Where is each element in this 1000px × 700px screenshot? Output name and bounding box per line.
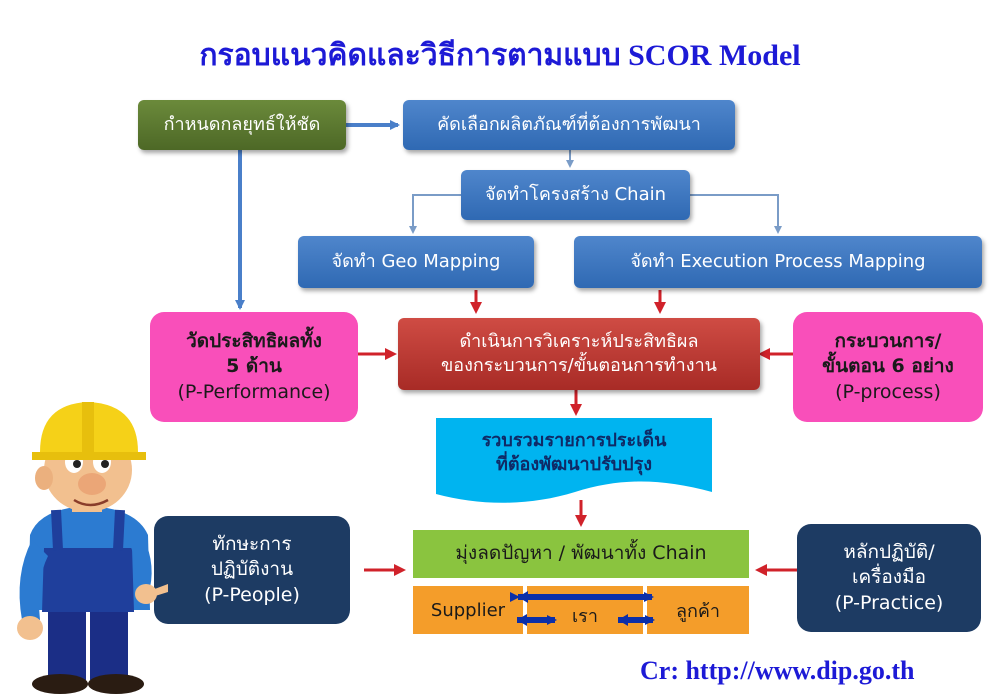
process-line2: ขั้นตอน 6 อย่าง xyxy=(822,355,954,378)
select-product-box: คัดเลือกผลิตภัณฑ์ที่ต้องการพัฒนา xyxy=(403,100,735,150)
execution-mapping-box: จัดทำ Execution Process Mapping xyxy=(574,236,982,288)
execution-mapping-label: จัดทำ Execution Process Mapping xyxy=(630,250,926,272)
collect-issues-box: รวบรวมรายการประเด็น ที่ต้องพัฒนาปรับปรุง xyxy=(436,418,712,488)
strategy-box: กำหนดกลยุทธ์ให้ชัด xyxy=(138,100,346,150)
practice-line2: เครื่องมือ xyxy=(851,566,927,589)
supplier-box: Supplier xyxy=(413,586,523,634)
strategy-label: กำหนดกลยุทธ์ให้ชัด xyxy=(163,113,321,135)
reduce-problems-box: มุ่งลดปัญหา / พัฒนาทั้ง Chain xyxy=(413,530,749,578)
us-label: เรา xyxy=(572,606,598,627)
chain-structure-box: จัดทำโครงสร้าง Chain xyxy=(461,170,690,220)
collect-issues-line1: รวบรวมรายการประเด็น xyxy=(481,429,667,451)
people-line1: ทักษะการ xyxy=(212,532,292,555)
arrow-chain-to-execution xyxy=(690,194,782,234)
geo-mapping-box: จัดทำ Geo Mapping xyxy=(298,236,534,288)
analysis-line2: ของกระบวนการ/ขั้นตอนการทำงาน xyxy=(441,355,717,376)
performance-box: วัดประสิทธิผลทั้ง 5 ด้าน (P-Performance) xyxy=(150,312,358,422)
reduce-problems-label: มุ่งลดปัญหา / พัฒนาทั้ง Chain xyxy=(455,542,707,565)
performance-line2: 5 ด้าน xyxy=(226,355,282,378)
chain-structure-label: จัดทำโครงสร้าง Chain xyxy=(484,183,667,205)
practice-box: หลักปฏิบัติ/ เครื่องมือ (P-Practice) xyxy=(797,524,981,632)
credit-text: Cr: http://www.dip.go.th xyxy=(640,656,915,685)
process-box: กระบวนการ/ ขั้นตอน 6 อย่าง (P-process) xyxy=(793,312,983,422)
select-product-label: คัดเลือกผลิตภัณฑ์ที่ต้องการพัฒนา xyxy=(437,113,701,135)
practice-line1: หลักปฏิบัติ/ xyxy=(843,540,935,563)
analysis-line1: ดำเนินการวิเคราะห์ประสิทธิผล xyxy=(459,330,699,352)
process-line1: กระบวนการ/ xyxy=(834,329,942,352)
supplier-label: Supplier xyxy=(430,599,506,621)
analysis-box: ดำเนินการวิเคราะห์ประสิทธิผล ของกระบวนกา… xyxy=(398,318,760,390)
collect-issues-line2: ที่ต้องพัฒนาปรับปรุง xyxy=(495,454,653,475)
practice-line3: (P-Practice) xyxy=(834,591,944,614)
customer-box: ลูกค้า xyxy=(647,586,749,634)
people-line2: ปฏิบัติงาน xyxy=(210,558,294,581)
customer-label: ลูกค้า xyxy=(675,600,721,622)
people-line3: (P-People) xyxy=(204,583,300,606)
page-title: กรอบแนวคิดและวิธีการตามแบบ SCOR Model xyxy=(199,39,801,72)
process-line3: (P-process) xyxy=(835,380,941,403)
arrow-chain-to-geo xyxy=(409,194,461,234)
people-box: ทักษะการ ปฏิบัติงาน (P-People) xyxy=(154,516,350,624)
geo-mapping-label: จัดทำ Geo Mapping xyxy=(331,250,501,272)
performance-line1: วัดประสิทธิผลทั้ง xyxy=(186,329,322,352)
performance-line3: (P-Performance) xyxy=(177,380,331,403)
